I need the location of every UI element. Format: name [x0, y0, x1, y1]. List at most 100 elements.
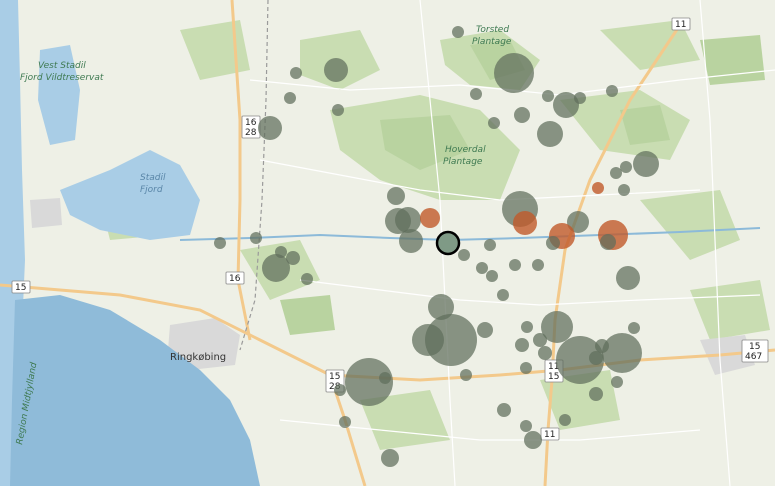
map-marker[interactable]: [497, 289, 509, 301]
shield-r11-bottom: 11: [540, 427, 560, 441]
railway: [239, 0, 269, 351]
svg-text:11: 11: [675, 20, 686, 30]
map-marker[interactable]: [425, 314, 477, 366]
map-marker[interactable]: [286, 251, 300, 265]
label-torsted: Torsted: [476, 25, 509, 35]
map-marker[interactable]: [602, 333, 642, 373]
map-marker[interactable]: [589, 351, 603, 365]
svg-text:15: 15: [749, 342, 760, 352]
map-marker[interactable]: [521, 321, 533, 333]
map-marker[interactable]: [628, 322, 640, 334]
map-marker-orange[interactable]: [420, 208, 440, 228]
map-marker[interactable]: [460, 369, 472, 381]
map-marker[interactable]: [633, 151, 659, 177]
map-marker[interactable]: [618, 184, 630, 196]
map-marker[interactable]: [606, 85, 618, 97]
map-marker[interactable]: [476, 262, 488, 274]
map-marker[interactable]: [381, 449, 399, 467]
map-marker[interactable]: [428, 294, 454, 320]
ringkobing-fjord: [10, 295, 260, 486]
map-marker[interactable]: [484, 239, 496, 251]
map-marker[interactable]: [324, 58, 348, 82]
map-marker[interactable]: [301, 273, 313, 285]
map-marker-orange[interactable]: [513, 211, 537, 235]
map-marker[interactable]: [600, 234, 616, 250]
map-marker[interactable]: [532, 259, 544, 271]
map-marker[interactable]: [284, 92, 296, 104]
map-marker-orange[interactable]: [592, 182, 604, 194]
map-marker[interactable]: [258, 116, 282, 140]
map-marker[interactable]: [567, 211, 589, 233]
map-marker-selected[interactable]: [435, 230, 461, 256]
svg-text:467: 467: [745, 352, 762, 362]
stadil-fjord: [60, 150, 200, 240]
map-marker[interactable]: [334, 384, 346, 396]
shield-r11-top: 11: [671, 17, 691, 31]
label-ringkobing: Ringkøbing: [170, 352, 226, 363]
map-marker[interactable]: [497, 403, 511, 417]
map-marker[interactable]: [412, 324, 444, 356]
map-marker[interactable]: [477, 322, 493, 338]
map-marker[interactable]: [620, 161, 632, 173]
map-marker[interactable]: [533, 333, 547, 347]
svg-text:11: 11: [548, 362, 559, 372]
map-marker[interactable]: [542, 90, 554, 102]
map-marker[interactable]: [538, 346, 552, 360]
map-marker[interactable]: [452, 26, 464, 38]
map-marker[interactable]: [616, 266, 640, 290]
road-shields: 11 16 28 16 15 15 28 11 15 15 467: [11, 17, 769, 441]
map-marker[interactable]: [250, 232, 262, 244]
shield-r15-left: 15: [11, 280, 31, 294]
map-marker[interactable]: [611, 376, 623, 388]
map-marker[interactable]: [541, 311, 573, 343]
map-marker[interactable]: [488, 117, 500, 129]
map-marker[interactable]: [399, 229, 423, 253]
map-marker[interactable]: [395, 207, 421, 233]
minor-roads: [249, 0, 775, 486]
marker-layer[interactable]: [214, 26, 659, 467]
map-marker[interactable]: [290, 67, 302, 79]
shield-r15-467: 15 467: [741, 339, 769, 363]
town-areas: [30, 198, 755, 375]
map-marker[interactable]: [546, 236, 560, 250]
svg-text:16: 16: [229, 274, 241, 284]
map-marker[interactable]: [574, 92, 586, 104]
map-marker[interactable]: [537, 121, 563, 147]
map-marker[interactable]: [509, 259, 521, 271]
map-marker[interactable]: [470, 88, 482, 100]
map-marker[interactable]: [524, 431, 542, 449]
map-marker[interactable]: [214, 237, 226, 249]
label-fjord-vildtreservat: Fjord Vildtreservat: [20, 73, 104, 83]
label-torsted-plantage: Plantage: [472, 37, 512, 47]
map-marker[interactable]: [262, 254, 290, 282]
map-marker[interactable]: [339, 416, 351, 428]
shield-r16-28: 16 28: [241, 115, 261, 139]
map-marker[interactable]: [332, 104, 344, 116]
map-marker[interactable]: [556, 336, 604, 384]
map-marker[interactable]: [345, 358, 393, 406]
map-marker[interactable]: [515, 338, 529, 352]
map-marker[interactable]: [520, 362, 532, 374]
svg-text:15: 15: [15, 283, 26, 293]
map-marker[interactable]: [610, 167, 622, 179]
map-marker[interactable]: [379, 372, 391, 384]
map-marker[interactable]: [514, 107, 530, 123]
map-marker[interactable]: [458, 249, 470, 261]
map-marker[interactable]: [520, 420, 532, 432]
vest-stadil-lake: [38, 45, 80, 145]
map-marker[interactable]: [553, 92, 579, 118]
svg-text:16: 16: [245, 118, 257, 128]
map-marker[interactable]: [559, 414, 571, 426]
svg-text:11: 11: [544, 430, 555, 440]
map-marker[interactable]: [494, 53, 534, 93]
label-vest-stadil: Vest Stadil: [38, 61, 86, 71]
label-hoverdal: Hoverdal: [445, 145, 486, 155]
map-marker[interactable]: [589, 387, 603, 401]
map-marker[interactable]: [387, 187, 405, 205]
map-marker[interactable]: [486, 270, 498, 282]
svg-text:28: 28: [245, 128, 257, 138]
svg-text:15: 15: [329, 372, 340, 382]
shield-r16: 16: [225, 271, 245, 285]
